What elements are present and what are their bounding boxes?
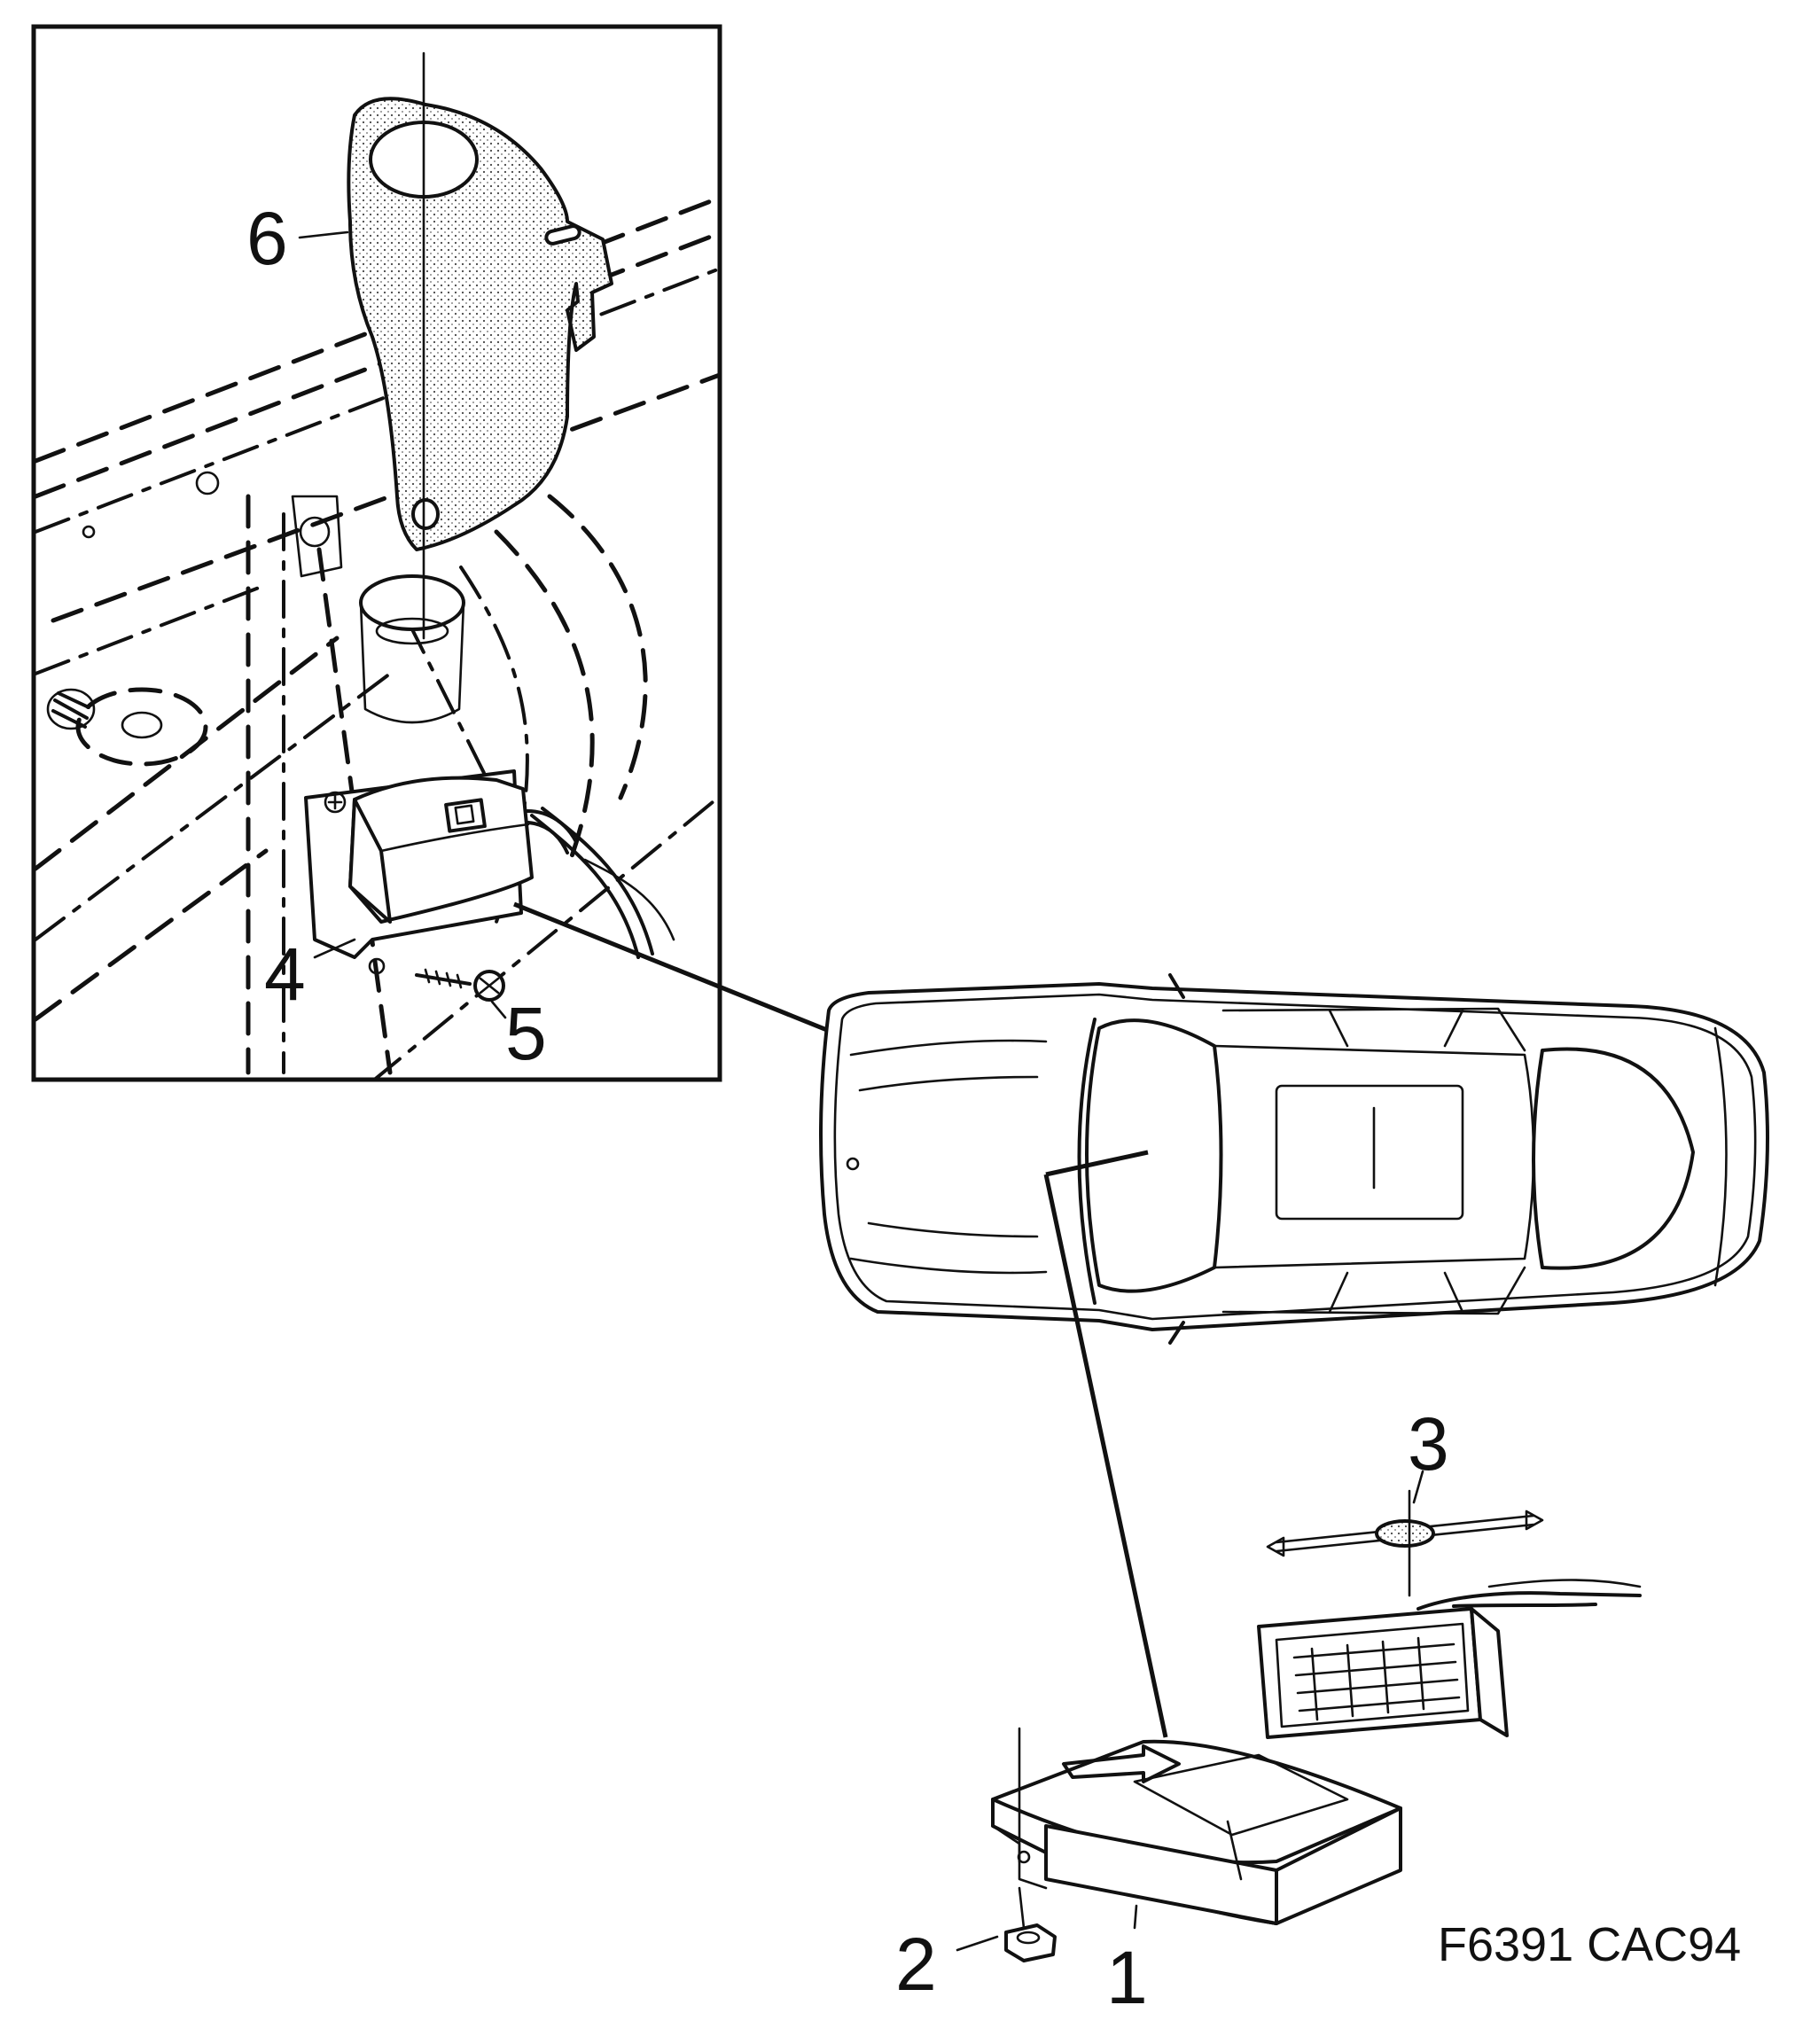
callout-3: 3 (1408, 1402, 1449, 1486)
part-6-slot (544, 224, 581, 246)
leader-2 (956, 1935, 999, 1952)
callout-1: 1 (1106, 1936, 1148, 2019)
leader-3 (1412, 1470, 1424, 1504)
leader-1 (1133, 1904, 1138, 1930)
part-6-small-hole (411, 498, 440, 530)
part-5-screw (368, 957, 505, 1002)
figure-code: F6391 CAC94 (1438, 1918, 1741, 1971)
detail-inset (31, 24, 722, 1082)
callout-6: 6 (246, 197, 288, 280)
car-marker (1045, 1150, 1149, 1177)
leader-5 (490, 1000, 507, 1019)
part-4-module (304, 769, 578, 959)
part-2-nut (1004, 1886, 1057, 1962)
part-6-bracket (347, 97, 613, 551)
part-1-control-unit (991, 1727, 1402, 1925)
inset-body-structure (35, 196, 718, 1079)
callout-5: 5 (505, 992, 547, 1075)
callout-4: 4 (264, 932, 306, 1016)
leader-4 (313, 938, 356, 959)
car-top-view (819, 973, 1769, 1345)
callout-2: 2 (895, 1923, 937, 2006)
leader-6 (298, 230, 349, 239)
car-to-module-leader (1043, 1174, 1168, 1738)
inset-to-car-leader (513, 901, 878, 1053)
part-3-connector (1257, 1489, 1642, 1739)
